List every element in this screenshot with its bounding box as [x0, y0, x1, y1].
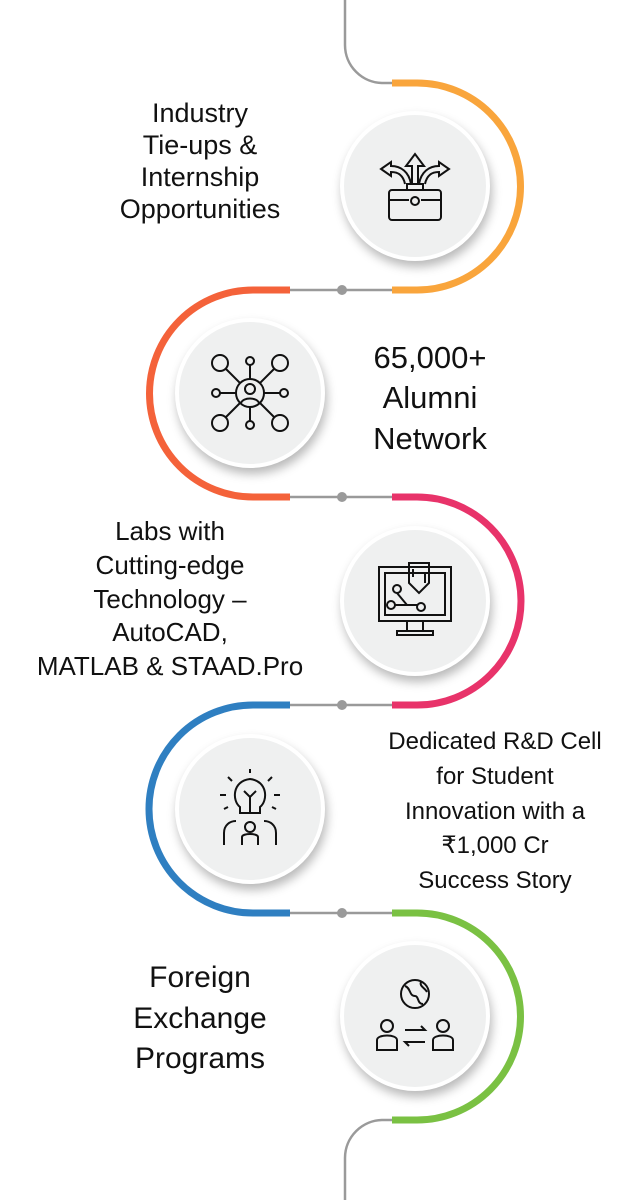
connector-bottom [343, 1118, 392, 1200]
arc-4 [145, 701, 290, 917]
computer-design-icon [378, 562, 452, 636]
item-label-labs: Labs with Cutting-edge Technology – Auto… [36, 516, 304, 682]
arc-2 [146, 286, 290, 501]
item-circle-1 [340, 111, 490, 261]
connector-dot [337, 908, 347, 918]
item-label-alumni: 65,000+ Alumni Network [373, 340, 487, 456]
lightbulb-person-icon [220, 769, 280, 845]
item-circle-4 [175, 734, 325, 884]
item-label-exchange: Foreign Exchange Programs [133, 961, 267, 1075]
arc-5 [392, 909, 524, 1124]
connector-dot [337, 700, 347, 710]
globe-exchange-icon [376, 979, 454, 1051]
briefcase-arrows-icon [379, 152, 451, 221]
arc-1 [392, 79, 524, 294]
connector-top [343, 0, 392, 85]
connector-dot [337, 492, 347, 502]
item-label-rnd: Dedicated R&D Cell for Student Innovatio… [388, 728, 602, 895]
item-label-industry: Industry Tie-ups & Internship Opportunit… [119, 98, 281, 224]
item-circle-2 [175, 318, 325, 468]
network-people-icon [211, 354, 289, 432]
item-circle-3 [340, 526, 490, 676]
arc-3 [392, 493, 525, 709]
connector-dot [337, 285, 347, 295]
item-circle-5 [340, 941, 490, 1091]
